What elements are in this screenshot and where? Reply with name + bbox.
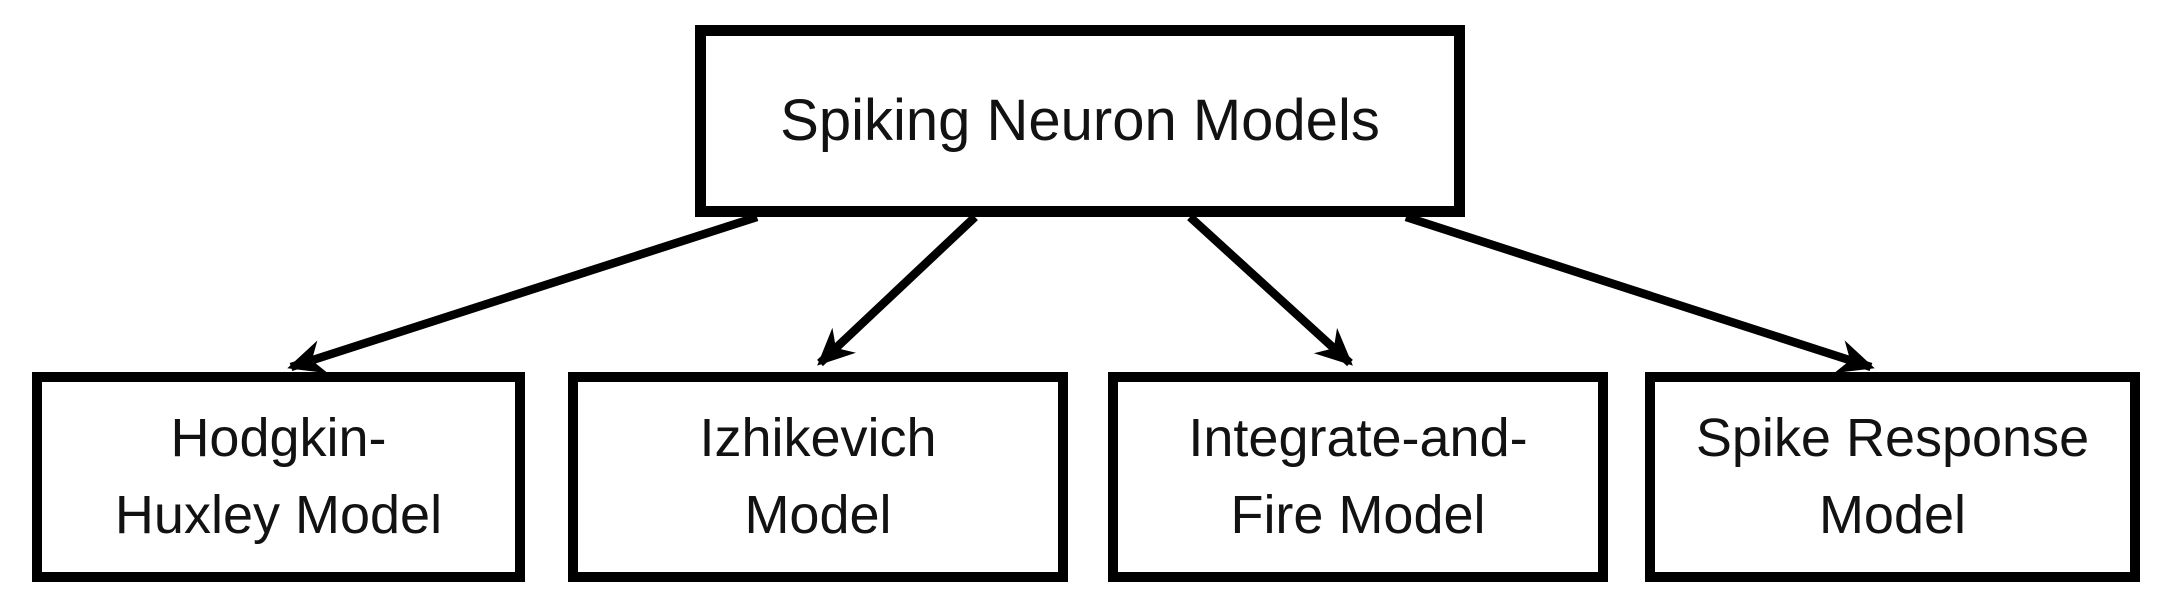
node-hodgkin-huxley-model: Hodgkin- Huxley Model: [32, 372, 525, 582]
node-label-line: Model: [744, 485, 892, 545]
node-label-line: Izhikevich: [699, 408, 937, 469]
node-integrate-and-fire-model: Integrate-and- Fire Model: [1108, 372, 1608, 582]
node-label-line: Model: [1818, 485, 1967, 545]
edge-root-to-integrate-and-fire: [1187, 213, 1353, 367]
node-label-line: Integrate-and-: [1188, 408, 1528, 469]
node-label-line: Huxley Model: [114, 485, 443, 545]
node-spiking-neuron-models: Spiking Neuron Models: [695, 25, 1465, 217]
edge-root-to-hodgkin-huxley: [287, 212, 759, 374]
node-izhikevich-model: Izhikevich Model: [568, 372, 1068, 582]
node-label: Spiking Neuron Models: [780, 87, 1380, 153]
edge-root-to-spike-response: [1404, 212, 1875, 374]
node-label-line: Fire Model: [1230, 485, 1486, 545]
edge-root-to-izhikevich: [817, 213, 978, 367]
node-label-line: Spike Response: [1695, 408, 2090, 469]
node-label-line: Hodgkin-: [170, 408, 387, 469]
node-spike-response-model: Spike Response Model: [1645, 372, 2140, 582]
